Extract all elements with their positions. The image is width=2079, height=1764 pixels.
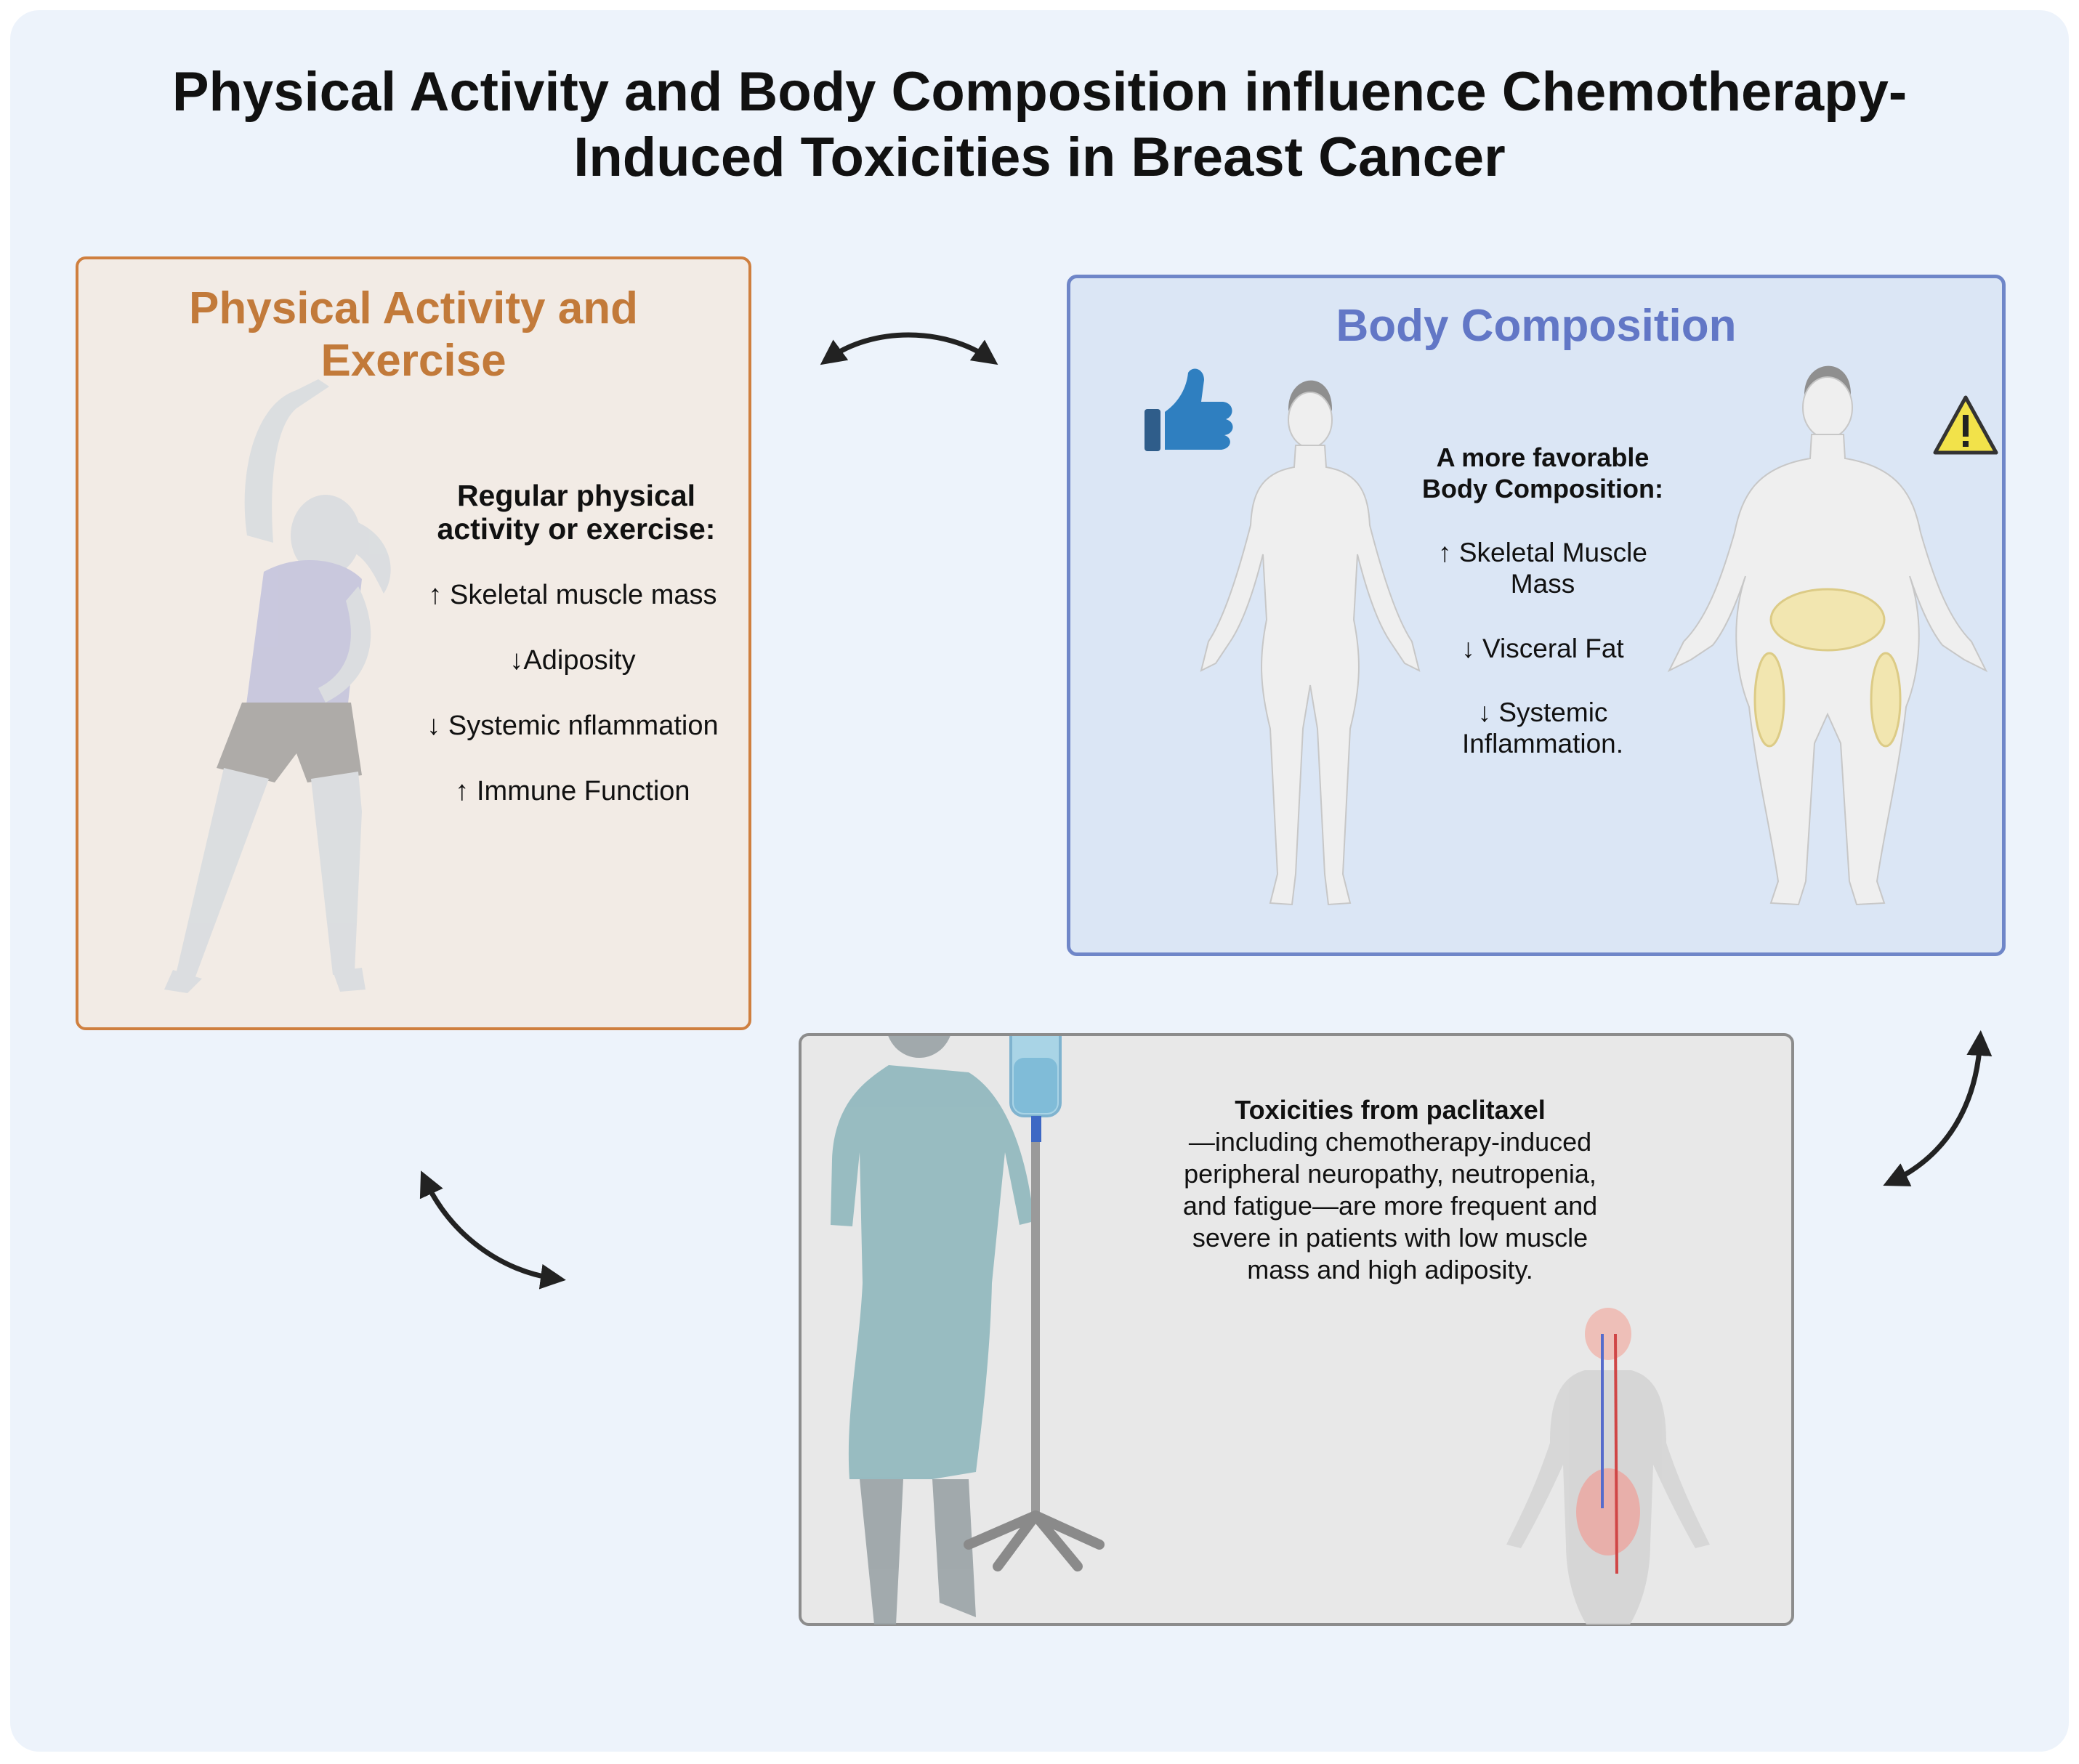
toxicities-line-2: peripheral neuropathy, neutropenia, (1184, 1159, 1596, 1189)
pa-item-immune: ↑ Immune Function (455, 776, 690, 806)
bc-item-inflammation: ↓ Systemic Inflammation. (1390, 697, 1695, 759)
warning-icon (1933, 395, 1998, 455)
toxicities-heading: Toxicities from paclitaxel (1235, 1095, 1546, 1125)
title-line-2: Induced Toxicities in Breast Cancer (573, 126, 1506, 188)
body-figures-illustration (1145, 365, 1998, 906)
bc-item-muscle-line-1: ↑ Skeletal Muscle (1438, 538, 1647, 567)
physical-activity-panel: Physical Activity and Exercise Regular p… (76, 256, 751, 1030)
bc-item-inflam-line-2: Inflammation. (1461, 729, 1624, 758)
pa-title-line-2: Exercise (320, 336, 506, 386)
pa-list-heading: Regular physical activity or exercise: (420, 479, 732, 546)
pa-item-adiposity: ↓Adiposity (509, 645, 636, 676)
exercising-woman-illustration (164, 379, 391, 993)
bc-item-muscle-line-2: Mass (1510, 569, 1575, 599)
pa-heading-line-1: Regular physical (456, 479, 696, 512)
thumbs-up-icon (1145, 368, 1233, 451)
thigh-fat-right (1870, 652, 1902, 748)
body-composition-title: Body Composition (1336, 301, 1737, 351)
bc-heading-line-1: A more favorable (1436, 442, 1650, 472)
bc-item-fat-line-1: ↓ Visceral Fat (1461, 634, 1624, 663)
bc-heading-line-2: Body Composition: (1422, 474, 1663, 503)
body-composition-panel: Body Composition (1067, 275, 2006, 956)
iv-pole (964, 1036, 1105, 1571)
toxicities-text: Toxicities from paclitaxel —including ch… (1092, 1094, 1688, 1286)
toxicities-line-5: mass and high adiposity. (1247, 1255, 1533, 1284)
toxicities-line-4: severe in patients with low muscle (1192, 1223, 1588, 1253)
bc-item-inflam-line-1: ↓ Systemic (1477, 697, 1608, 727)
patient-iv-illustration (831, 1036, 1710, 1625)
thigh-fat-left (1753, 652, 1785, 748)
pa-title-line-1: Physical Activity and (189, 283, 638, 333)
pa-heading-line-2: activity or exercise: (437, 512, 716, 546)
anatomy-figure (1506, 1308, 1710, 1625)
bc-list-heading: A more favorable Body Composition: (1390, 442, 1695, 504)
title-line-1: Physical Activity and Body Composition i… (171, 61, 1908, 123)
toxicities-line-3: and fatigue—are more frequent and (1182, 1191, 1598, 1221)
obese-woman-figure (1667, 365, 1988, 906)
visceral-fat-cluster (1769, 588, 1886, 652)
toxicities-line-1: —including chemotherapy-induced (1188, 1127, 1592, 1157)
bc-item-muscle: ↑ Skeletal Muscle Mass (1390, 537, 1695, 599)
pa-item-inflammation: ↓ Systemic nflammation (427, 711, 719, 741)
page-title: Physical Activity and Body Composition i… (0, 60, 2079, 190)
physical-activity-title: Physical Activity and Exercise (78, 283, 748, 387)
slim-woman-figure (1200, 380, 1421, 906)
bc-item-visceral-fat: ↓ Visceral Fat (1390, 633, 1695, 664)
pa-item-muscle: ↑ Skeletal muscle mass (428, 580, 717, 610)
toxicities-panel: Toxicities from paclitaxel —including ch… (799, 1033, 1794, 1626)
patient-figure (831, 1036, 1034, 1625)
